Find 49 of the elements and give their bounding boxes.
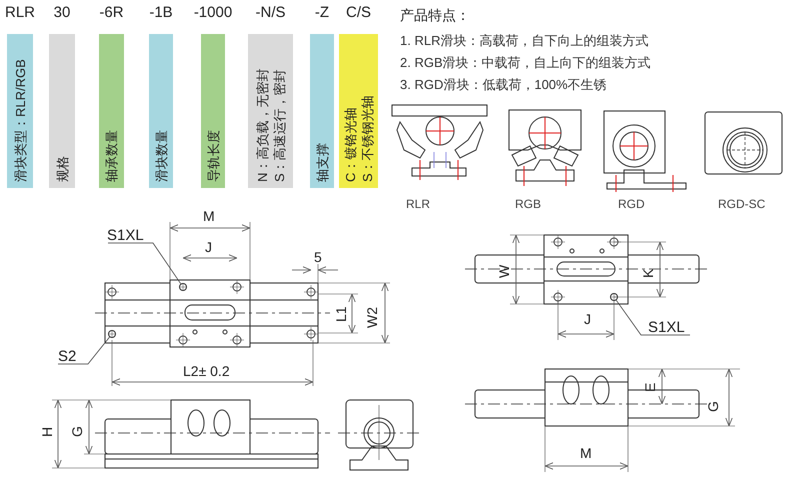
bar-text: S：高速运行，密封 — [270, 68, 288, 182]
feature-text: 3. RGD滑块：低载荷，100%不生锈 — [400, 78, 607, 91]
callout-label: S1XL — [648, 320, 685, 335]
code-segment-label: -1B — [149, 4, 173, 21]
bar-text: 导轨长度 — [204, 130, 222, 182]
dimension-label: W2 — [365, 307, 379, 328]
variant-label: RGD-SC — [718, 198, 766, 210]
callout-label: S1XL — [107, 228, 144, 243]
dimension-label: J — [584, 312, 591, 326]
code-segment-label: RLR — [5, 4, 35, 21]
bar-text: 轴支撑 — [314, 143, 330, 182]
section-heading: 产品特点： — [400, 8, 470, 22]
variant-label: RGD — [618, 198, 645, 210]
code-segment-label: -1000 — [194, 4, 232, 21]
dimension-label: 5 — [314, 250, 322, 264]
bar-text: N：高负载，无密封 — [254, 68, 270, 182]
feature-text: 1. RLR滑块：高载荷，自下向上的组装方式 — [400, 34, 648, 47]
code-segment-label: -Z — [314, 4, 330, 21]
mounting-hole — [179, 283, 187, 291]
callout-label: S2 — [58, 349, 76, 364]
dimension-label: M — [580, 446, 592, 460]
dimension-label: M — [203, 209, 215, 223]
code-segment-label: 30 — [54, 4, 70, 21]
bar-text: 轴承数量 — [103, 130, 120, 182]
dimension-label: K — [641, 268, 655, 278]
bar-text: 滑块类型：RLR/RGB — [12, 59, 28, 182]
feature-text: 2. RGB滑块：中载荷，自上向下的组装方式 — [400, 56, 651, 69]
dimension-label: L2± 0.2 — [183, 364, 230, 378]
dimension-label: L1 — [334, 306, 348, 322]
dimension-label: G — [70, 426, 84, 437]
code-segment-label: -6R — [99, 4, 124, 21]
leader-line — [108, 242, 182, 284]
mounting-hole — [108, 330, 116, 338]
variant-label: RLR — [406, 198, 430, 210]
code-segment-label: C/S — [346, 4, 371, 21]
dimension-label: H — [40, 426, 54, 437]
dimension-label: E — [643, 382, 657, 392]
leader-line — [616, 300, 690, 336]
variant-label: RGB — [515, 198, 542, 210]
dimension-label: W — [497, 264, 511, 278]
bar-text: 规格 — [54, 156, 70, 182]
leader-line — [58, 336, 110, 364]
dimension-label: J — [205, 240, 212, 254]
dimension-label: G — [706, 401, 720, 412]
bar-text: C：镀铬光轴 — [342, 106, 358, 182]
bar-text: 滑块数量 — [152, 130, 170, 182]
code-segment-label: -N/S — [256, 4, 286, 21]
bar-text: S：不锈钢光轴 — [358, 95, 376, 182]
mounting-hole — [610, 293, 618, 301]
